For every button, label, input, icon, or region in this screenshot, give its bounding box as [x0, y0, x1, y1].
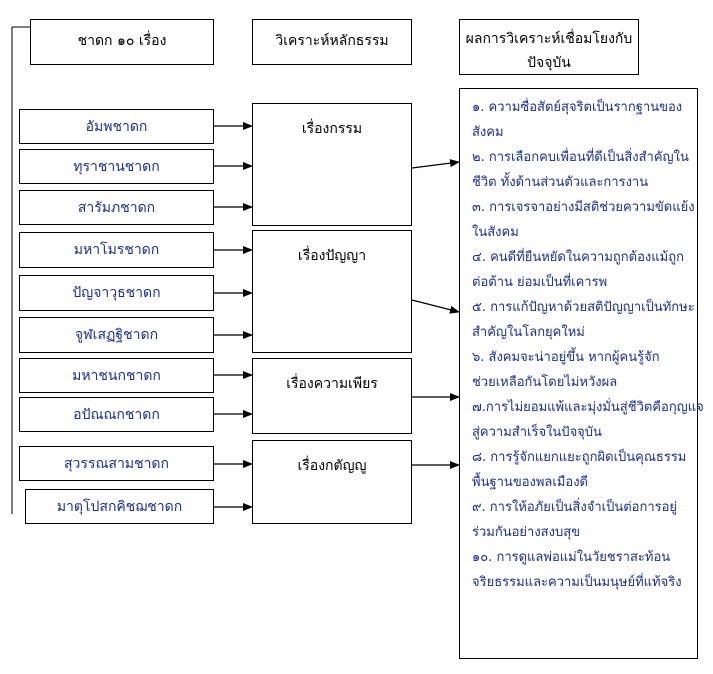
header-result-label-1: ผลการวิเคราะห์เชื่อมโยงกับ — [465, 31, 633, 47]
result-line: ในสังคม — [472, 225, 519, 240]
result-line: พื้นฐานของพลเมืองดี — [472, 475, 589, 490]
result-line: ร่วมกันอย่างสงบสุข — [472, 525, 581, 540]
result-line: ๓. การเจรจาอย่างมีสติช่วยความขัดแย้ง — [472, 200, 695, 215]
story-label: มหาชนกชาดก — [72, 367, 161, 384]
story-box-3: สารัมภชาดก — [19, 190, 214, 225]
result-line: ๘. การรู้จักแยกแยะถูกผิดเป็นคุณธรรม — [472, 450, 687, 465]
arrow-topic-2 — [411, 299, 460, 314]
topic-label: เรื่องกรรม — [301, 121, 363, 137]
story-box-7: มหาชนกชาดก — [19, 358, 214, 393]
result-line: ๙. การให้อภัยเป็นสิ่งจำเป็นต่อการอยู่ — [472, 500, 678, 515]
story-label: มหาโมรชาดก — [73, 242, 160, 258]
result-line: ๔. คนดีที่ยืนหยัดในความถูกต้องแม้ถูก — [472, 250, 684, 265]
story-box-6: จูฬเสฏฐิชาดก — [19, 317, 214, 353]
story-box-10: มาตุโปสกคิชฌชาดก — [25, 489, 214, 524]
story-label: มาตุโปสกคิชฌชาดก — [56, 498, 183, 515]
header-stories-label: ชาดก ๑๐ เรื่อง — [77, 33, 167, 49]
result-line: ๑๐. การดูแลพ่อแม่ในวัยชราสะท้อน — [472, 550, 671, 565]
result-line: ๖. สังคมจะน่าอยู่ขึ้น หากผู้คนรู้จัก — [472, 350, 660, 365]
story-box-2: ทุราชานชาดก — [19, 149, 214, 184]
header-result: ผลการวิเคราะห์เชื่อมโยงกับ ปัจจุบัน — [459, 19, 639, 75]
topic-box-1: เรื่องกรรม — [252, 103, 412, 226]
story-label: อัมพชาดก — [85, 118, 148, 135]
result-line: สำคัญในโลกยุคใหม่ — [472, 325, 585, 340]
topic-box-3: เรื่องความเพียร — [252, 358, 412, 434]
header-result-label-2: ปัจจุบัน — [527, 55, 571, 71]
topic-label: เรื่องปัญญา — [297, 248, 367, 264]
story-box-5: ปัญจาวุธชาดก — [19, 275, 214, 311]
topic-label: เรื่องความเพียร — [286, 376, 378, 392]
story-label: สุวรรณสามชาดก — [64, 455, 169, 472]
story-label: ทุราชานชาดก — [73, 158, 160, 175]
result-line: สู่ความสำเร็จในปัจจุบัน — [472, 425, 602, 440]
story-box-8: อปัณณกชาดก — [19, 397, 214, 432]
topic-label: เรื่องกตัญญู — [297, 458, 367, 474]
header-stories: ชาดก ๑๐ เรื่อง — [30, 19, 214, 65]
story-label: สารัมภชาดก — [77, 199, 156, 216]
result-line: ชีวิต ทั้งด้านส่วนตัวและการงาน — [472, 175, 649, 190]
story-label: อปัณณกชาดก — [73, 406, 160, 423]
story-box-1: อัมพชาดก — [19, 109, 214, 144]
result-line: ๗.การไม่ยอมแพ้และมุ่งมั่นสู่ชีวิตคือกุญแ… — [472, 400, 704, 415]
story-box-4: มหาโมรชาดก — [19, 232, 214, 268]
header-analysis-label: วิเคราะห์หลักธรรม — [275, 33, 389, 49]
topic-box-2: เรื่องปัญญา — [252, 230, 412, 353]
arrow-topic-1 — [411, 159, 460, 169]
result-line: ช่วยเหลือกันโดยไม่หวังผล — [472, 375, 618, 390]
result-line: จริยธรรมและความเป็นมนุษย์ที่แท้จริง — [472, 575, 682, 590]
results-box: ๑. ความซื่อสัตย์สุจริตเป็นรากฐานของ สังค… — [459, 88, 704, 659]
result-line: สังคม — [472, 125, 504, 140]
story-label: จูฬเสฏฐิชาดก — [74, 327, 159, 343]
story-box-9: สุวรรณสามชาดก — [19, 446, 214, 481]
result-line: ต่อต้าน ย่อมเป็นที่เคารพ — [472, 275, 608, 290]
header-analysis: วิเคราะห์หลักธรรม — [252, 19, 412, 65]
result-line: ๑. ความซื่อสัตย์สุจริตเป็นรากฐานของ — [472, 100, 683, 115]
result-line: ๕. การแก้ปัญหาด้วยสติปัญญาเป็นทักษะ — [472, 300, 695, 315]
result-line: ๒. การเลือกคบเพื่อนที่ดีเป็นสิ่งสำคัญใน — [472, 150, 689, 165]
topic-box-4: เรื่องกตัญญู — [252, 440, 412, 524]
story-label: ปัญจาวุธชาดก — [72, 285, 161, 301]
